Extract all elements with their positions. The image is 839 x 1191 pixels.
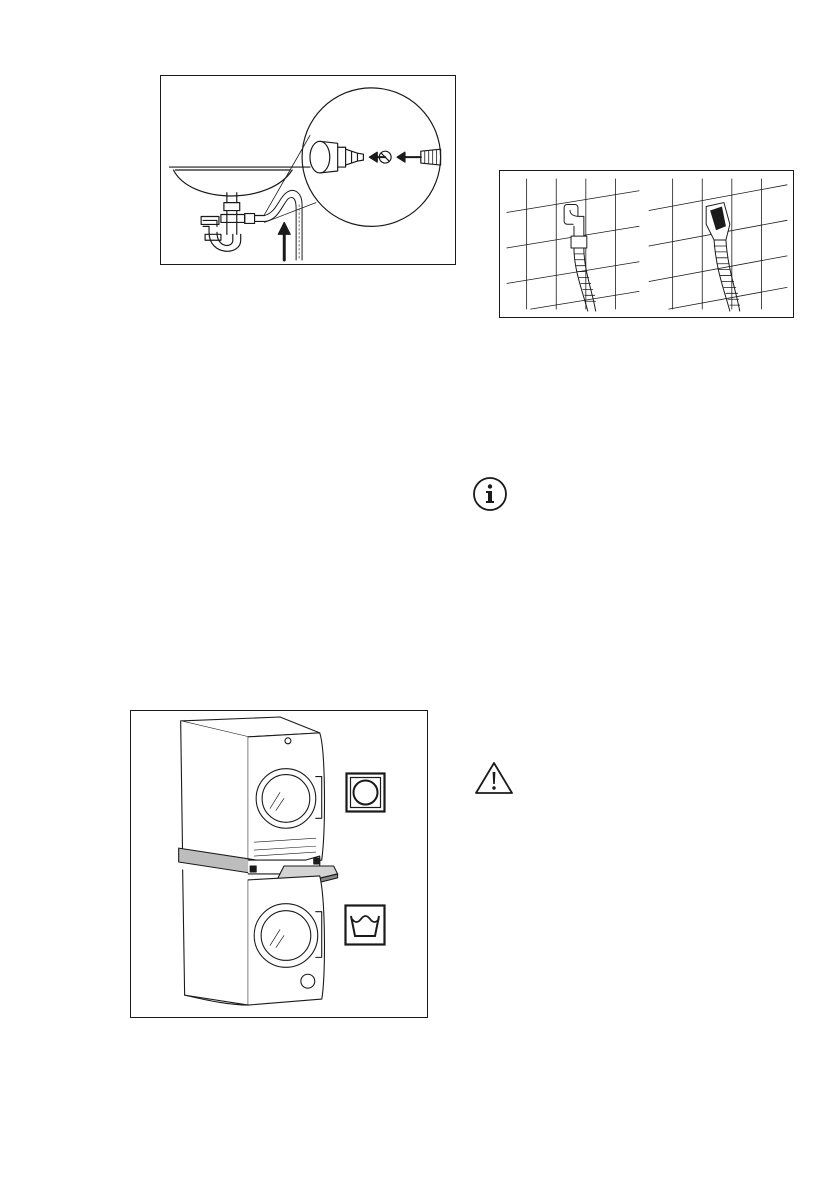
warning-icon	[473, 760, 515, 796]
wall-drain-hose-illustration	[500, 171, 793, 317]
stacking-figure	[130, 710, 428, 1018]
sink-siphon-hose-illustration	[161, 76, 455, 264]
tumble-dry-symbol-icon	[345, 772, 386, 813]
sink-drain-figure	[160, 75, 456, 265]
wash-symbol-icon	[344, 904, 386, 946]
wall-drain-figure	[499, 170, 794, 318]
info-icon	[472, 476, 508, 512]
dryer-on-washer-stacking-illustration	[131, 711, 427, 1017]
